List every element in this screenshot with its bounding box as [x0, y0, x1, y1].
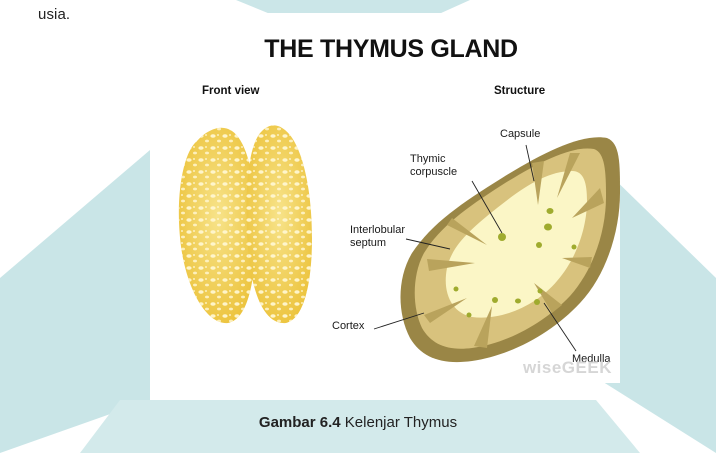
thymic-corpuscle-line2: corpuscle	[410, 166, 457, 178]
front-view-label: Front view	[202, 85, 260, 97]
left-lobe-texture	[179, 128, 256, 323]
cortex-label: Cortex	[332, 320, 364, 333]
thymus-figure: THE THYMUS GLAND Front view Structure Ca…	[162, 13, 620, 383]
interlobular-septum-label: Interlobular septum	[350, 224, 405, 250]
thymic-corpuscle-label: Thymic corpuscle	[410, 153, 457, 179]
structure-label: Structure	[494, 85, 545, 97]
figure-caption: Gambar 6.4 Kelenjar Thymus	[0, 414, 716, 431]
watermark: wiseGEEK	[523, 358, 612, 378]
thymic-corpuscle-line1: Thymic	[410, 153, 445, 165]
caption-text: Kelenjar Thymus	[345, 414, 457, 431]
right-lobe-texture	[246, 125, 312, 323]
interlobular-septum-line2: septum	[350, 237, 386, 249]
thymus-illustration	[162, 13, 620, 383]
front-view-lobes	[179, 125, 312, 323]
figure-title: THE THYMUS GLAND	[162, 35, 620, 64]
caption-number: Gambar 6.4	[259, 414, 341, 431]
capsule-label: Capsule	[500, 128, 540, 141]
body-text: usia.	[38, 6, 70, 23]
interlobular-septum-line1: Interlobular	[350, 224, 405, 236]
